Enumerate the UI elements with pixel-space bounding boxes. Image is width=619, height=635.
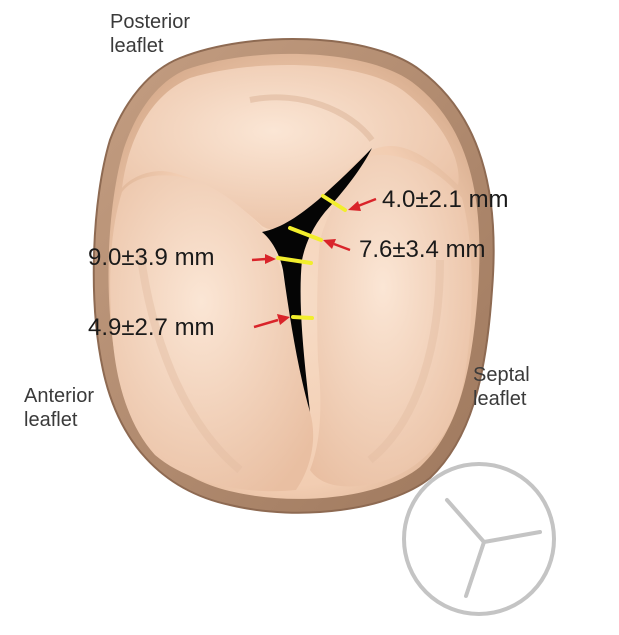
tricuspid-valve-icon [402,462,556,616]
measurement-label-1: 4.0±2.1 mm [382,186,509,213]
gap-measure-line-1 [321,194,347,212]
leaflet-fold-shadow [367,259,444,464]
measurement-label-4: 4.9±2.7 mm [88,314,215,341]
anterior-leaflet-label: Anterior leaflet [24,384,94,432]
arrow-icon [348,197,377,211]
measurement-label-3: 9.0±3.9 mm [88,244,215,271]
septal-leaflet-label: Septal leaflet [473,363,530,411]
arrow-icon [251,254,276,264]
anterior-label-line-1: Anterior [24,385,95,407]
posterior-label-line-1: Posterior [110,11,191,33]
anterior-label-line-2: leaflet [24,409,78,431]
measurement-label-2: 7.6±3.4 mm [359,236,486,263]
septal-leaflet [310,154,472,487]
leaflet-fold-shadow [249,94,375,142]
septal-label-line-2: leaflet [473,388,527,410]
posterior-leaflet-label: Posterior leaflet [110,10,190,58]
posterior-label-line-2: leaflet [110,35,164,57]
arrow-icon [323,239,351,252]
gap-measure-line-2 [288,226,323,242]
gap-measure-line-3 [276,256,313,265]
arrow-icon [253,314,290,329]
septal-label-line-1: Septal [473,364,530,386]
anterior-leaflet [110,175,314,492]
gap-measure-line-4 [291,315,314,320]
posterior-leaflet [122,65,459,231]
leaflet-fold-shadow [136,249,243,474]
